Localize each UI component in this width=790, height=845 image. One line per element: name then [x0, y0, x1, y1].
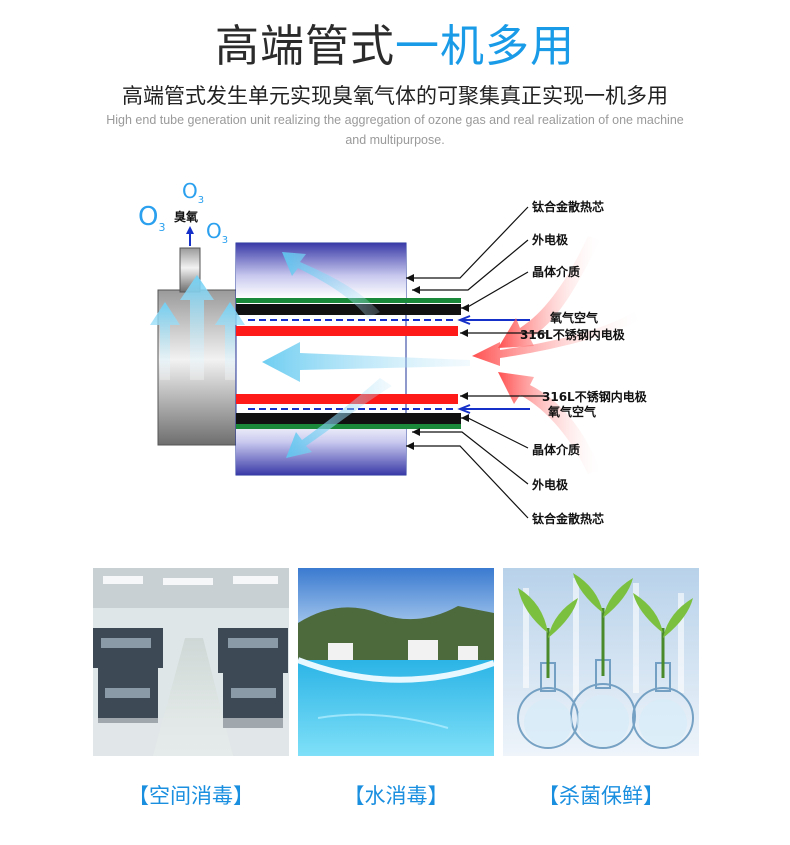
label-oxygen-air-top: 氧气空气 [549, 310, 598, 325]
subtitle-chinese: 高端管式发生单元实现臭氧气体的可聚集真正实现一机多用 [122, 84, 668, 108]
ozone-arrow-left [150, 302, 180, 380]
pool-photo [298, 568, 494, 756]
label-inner-electrode-bottom: 316L不锈钢内电极 [542, 389, 648, 404]
ozone-label: 臭氧 [174, 209, 198, 224]
air-arrow-center [262, 342, 470, 382]
caption-water-disinfection: 【水消毒】 [343, 784, 449, 808]
subtitle-english: High end tube generation unit realizing … [106, 113, 684, 147]
cleanroom-photo [93, 568, 289, 756]
red-air-arrow-3 [498, 372, 600, 474]
label-outer-electrode-bottom: 外电极 [532, 477, 569, 492]
ozone-tube-diagram: 臭氧 O3 O3 O3 钛合金散热芯 外电极 晶体介质 氧气空气 316L不锈钢… [138, 179, 648, 526]
dielectric-top [236, 298, 461, 303]
air-arrow-lower [286, 378, 392, 458]
ozone-symbol-right: O3 [206, 219, 228, 246]
ozone-symbol-left: O3 [138, 202, 165, 234]
title-dark-part: 高端管式 [215, 21, 395, 72]
inner-electrode-bottom [236, 394, 458, 404]
caption-sterilization-preservation: 【杀菌保鲜】 [538, 784, 664, 808]
ozone-arrow-mid [180, 275, 214, 380]
inner-electrode-top [236, 326, 458, 336]
label-outer-electrode-top: 外电极 [532, 232, 569, 247]
black-layer-top [236, 304, 461, 315]
ozone-symbol-top: O3 [182, 179, 204, 206]
label-crystal-medium-bottom: 晶体介质 [532, 442, 580, 457]
dielectric-bottom [236, 424, 461, 429]
title-blue-part: 一机多用 [395, 21, 575, 72]
black-layer-bottom [236, 413, 461, 424]
red-air-arrow-2 [472, 312, 640, 366]
label-crystal-medium-top: 晶体介质 [532, 264, 580, 279]
ozone-arrow-right [215, 302, 245, 380]
label-heat-core-top: 钛合金散热芯 [532, 199, 604, 214]
label-heat-core-bottom: 钛合金散热芯 [532, 511, 604, 526]
page-title: 高端管式一机多用 [0, 10, 790, 74]
air-arrow-upper [282, 252, 380, 318]
label-oxygen-air-bottom: 氧气空气 [547, 404, 596, 419]
plant-flask-photo [503, 568, 699, 756]
caption-space-disinfection: 【空间消毒】 [128, 784, 254, 808]
label-inner-electrode-top: 316L不锈钢内电极 [520, 327, 626, 342]
red-air-arrow-1 [498, 236, 600, 348]
